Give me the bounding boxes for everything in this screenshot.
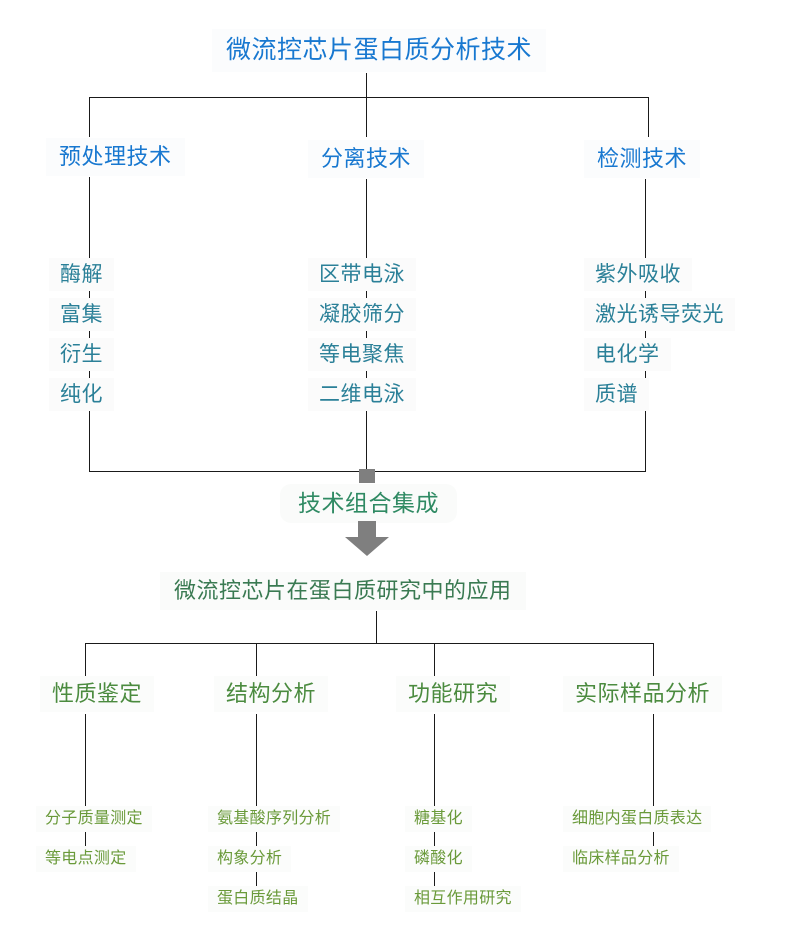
tech-branch-pretreatment[interactable]: 预处理技术 [46,138,185,176]
app-branch-real-sample-analysis-label: 实际样品分析 [575,681,711,706]
app-leaf-conformation-analysis-label: 构象分析 [217,850,283,867]
tech-leaf-mass-spectrometry-label: 质谱 [595,383,638,406]
tech-leaf-enzymolysis[interactable]: 酶解 [49,258,114,291]
app-leaf-glycosylation[interactable]: 糖基化 [405,806,472,832]
connector-tech-bar [89,97,649,98]
tech-leaf-uv-absorption-label: 紫外吸收 [595,263,681,286]
connector-root-stem [366,73,367,98]
tech-leaf-gel-sieving-label: 凝胶筛分 [319,303,405,326]
tech-leaf-electrochemistry[interactable]: 电化学 [584,338,671,371]
integration-node-label: 技术组合集成 [298,490,439,516]
application-root-label: 微流控芯片在蛋白质研究中的应用 [174,578,512,603]
app-leaf-clinical-sample-analysis[interactable]: 临床样品分析 [563,846,679,872]
connector-spine-function [434,714,435,894]
connector-drop-detection [648,97,649,137]
app-leaf-amino-acid-sequence[interactable]: 氨基酸序列分析 [208,806,341,832]
app-leaf-glycosylation-label: 糖基化 [414,810,463,827]
tech-leaf-laser-induced-fluorescence-label: 激光诱导荧光 [595,303,724,326]
tech-leaf-laser-induced-fluorescence[interactable]: 激光诱导荧光 [584,298,735,331]
root-node-label: 微流控芯片蛋白质分析技术 [226,36,533,64]
tech-leaf-derivatization-label: 衍生 [60,343,103,366]
app-leaf-phosphorylation-label: 磷酸化 [414,850,463,867]
app-leaf-isoelectric-point-label: 等电点测定 [45,850,127,867]
tech-leaf-purification[interactable]: 纯化 [49,378,114,411]
app-leaf-clinical-sample-analysis-label: 临床样品分析 [572,850,670,867]
tech-leaf-zone-electrophoresis[interactable]: 区带电泳 [308,258,416,291]
connector-spine-real-sample [653,714,654,862]
connector-drop-function [434,643,435,677]
app-leaf-conformation-analysis[interactable]: 构象分析 [208,846,292,872]
connector-drop-pretreatment [89,97,90,137]
app-branch-real-sample-analysis[interactable]: 实际样品分析 [563,676,723,712]
integration-node[interactable]: 技术组合集成 [280,484,457,523]
connector-application-bar [85,643,653,644]
tech-leaf-isoelectric-focusing[interactable]: 等电聚焦 [308,338,416,371]
app-leaf-amino-acid-sequence-label: 氨基酸序列分析 [217,810,332,827]
app-leaf-phosphorylation[interactable]: 磷酸化 [405,846,472,872]
app-branch-property-identification[interactable]: 性质鉴定 [40,676,155,712]
tech-leaf-isoelectric-focusing-label: 等电聚焦 [319,343,405,366]
app-leaf-protein-crystallization-label: 蛋白质结晶 [217,890,299,907]
app-leaf-interaction-research-label: 相互作用研究 [414,890,512,907]
app-leaf-isoelectric-point[interactable]: 等电点测定 [36,846,136,872]
app-branch-function-research-label: 功能研究 [408,681,499,706]
tech-leaf-enrichment-label: 富集 [60,303,103,326]
tech-leaf-uv-absorption[interactable]: 紫外吸收 [584,258,692,291]
app-leaf-intracellular-protein-expression-label: 细胞内蛋白质表达 [572,810,703,827]
connector-drop-structure [256,643,257,677]
arrow-down-icon [345,537,389,556]
tech-leaf-2d-electrophoresis[interactable]: 二维电泳 [308,378,416,411]
app-branch-property-identification-label: 性质鉴定 [52,681,143,706]
tech-leaf-gel-sieving[interactable]: 凝胶筛分 [308,298,416,331]
app-leaf-protein-crystallization[interactable]: 蛋白质结晶 [208,886,308,912]
tech-branch-detection-label: 检测技术 [597,146,688,171]
app-branch-structure-analysis[interactable]: 结构分析 [214,676,329,712]
tech-branch-pretreatment-label: 预处理技术 [59,144,172,169]
tech-leaf-2d-electrophoresis-label: 二维电泳 [319,383,405,406]
connector-drop-real-sample [653,643,654,677]
arrow-shaft [358,521,376,539]
app-leaf-molecular-mass-label: 分子质量测定 [45,810,143,827]
tech-branch-detection[interactable]: 检测技术 [584,140,701,178]
app-leaf-molecular-mass[interactable]: 分子质量测定 [36,806,152,832]
connector-spine-structure [256,714,257,894]
connector-drop-property [85,643,86,677]
app-leaf-intracellular-protein-expression[interactable]: 细胞内蛋白质表达 [563,806,712,832]
tech-leaf-enzymolysis-label: 酶解 [60,263,103,286]
app-branch-function-research[interactable]: 功能研究 [396,676,511,712]
tech-branch-separation-label: 分离技术 [321,146,412,171]
connector-application-stem [376,611,377,644]
tech-branch-separation[interactable]: 分离技术 [308,140,425,178]
application-root-node[interactable]: 微流控芯片在蛋白质研究中的应用 [160,572,526,610]
app-branch-structure-analysis-label: 结构分析 [226,681,317,706]
tech-leaf-purification-label: 纯化 [60,383,103,406]
tech-leaf-zone-electrophoresis-label: 区带电泳 [319,263,405,286]
app-leaf-interaction-research[interactable]: 相互作用研究 [405,886,521,912]
connector-integration-stub [359,469,375,483]
connector-drop-separation [366,97,367,137]
connector-spine-property [85,714,86,862]
tech-leaf-electrochemistry-label: 电化学 [595,343,660,366]
tech-leaf-derivatization[interactable]: 衍生 [49,338,114,371]
tech-leaf-enrichment[interactable]: 富集 [49,298,114,331]
tech-leaf-mass-spectrometry[interactable]: 质谱 [584,378,649,411]
root-node-title: 微流控芯片蛋白质分析技术 [212,29,547,72]
